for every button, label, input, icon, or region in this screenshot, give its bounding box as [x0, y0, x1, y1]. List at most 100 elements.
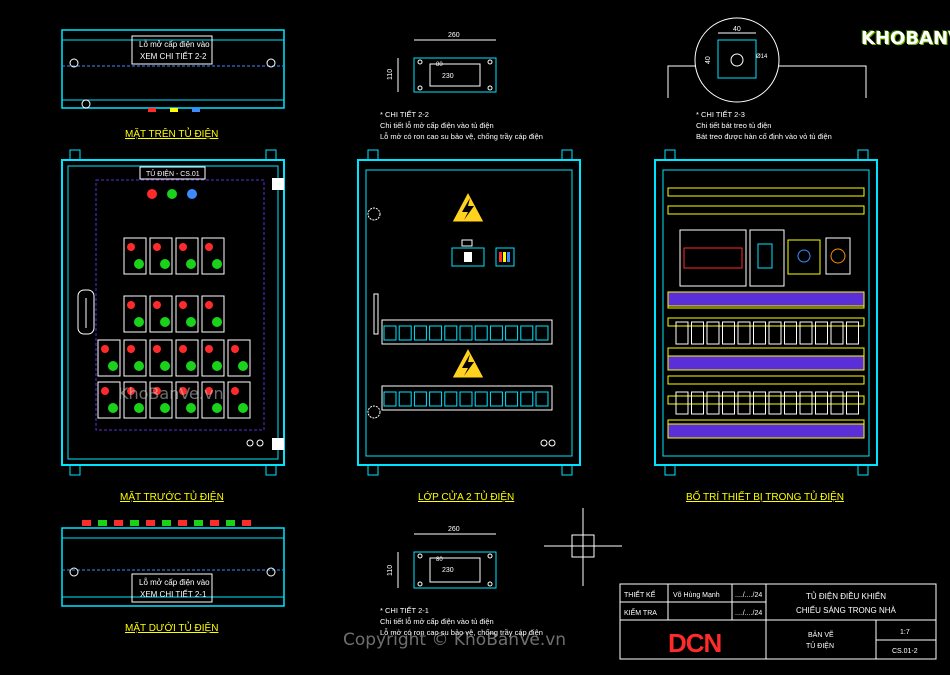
d21-line2: Chi tiết lỗ mở cấp điện vào tủ điện	[380, 617, 494, 626]
indicator-red	[231, 387, 239, 395]
d21-dim-inner-h: 80	[436, 557, 443, 563]
indicator-green	[238, 403, 248, 413]
terminal-block	[737, 391, 751, 415]
d23-dim-h: 40	[705, 56, 712, 64]
cable-gland	[162, 520, 171, 526]
indicator-green	[160, 403, 170, 413]
top-view-title: MẶT TRÊN TỦ ĐIỆN	[125, 127, 218, 140]
terminal-block	[753, 391, 766, 415]
tb-designer-name: Võ Hùng Mạnh	[673, 592, 720, 599]
tb-project-line1: TỦ ĐIỆN ĐIỀU KHIỂN	[806, 591, 886, 601]
switch-module	[175, 237, 199, 275]
d22-dim-inner-h: 80	[436, 62, 443, 68]
cable-gland	[82, 520, 91, 526]
wire-duct	[667, 355, 865, 371]
indicator-green	[160, 361, 170, 371]
breaker	[398, 391, 412, 407]
breaker	[520, 325, 534, 341]
d22-dim-h: 110	[387, 69, 394, 80]
terminal-block	[768, 391, 782, 415]
indicator-green	[160, 259, 170, 269]
indicator-green	[212, 259, 222, 269]
tb-project-line2: CHIẾU SÁNG TRONG NHÀ	[796, 605, 897, 615]
d21-dim-w: 260	[448, 526, 460, 533]
switch-module	[201, 295, 225, 333]
indicator-red	[127, 345, 135, 353]
indicator-green	[212, 317, 222, 327]
switch-module	[201, 237, 225, 275]
breaker	[413, 391, 427, 407]
breaker	[459, 325, 473, 341]
front-view: TỦ ĐIỆN - CS.01	[61, 149, 285, 476]
indicator-red	[205, 301, 213, 309]
indicator-red	[179, 243, 187, 251]
tb-checker-label: KIỂM TRA	[624, 608, 657, 617]
breaker	[535, 391, 549, 407]
tb-scale: 1:7	[900, 629, 910, 636]
layout-view-title: BỐ TRÍ THIẾT BỊ TRONG TỦ ĐIỆN	[686, 489, 844, 503]
door2-view	[357, 149, 581, 476]
top-note-line2: XEM CHI TIẾT 2-2	[140, 51, 207, 61]
indicator-red	[153, 301, 161, 309]
cable-gland	[98, 520, 107, 526]
indicator-red	[127, 301, 135, 309]
breaker	[444, 325, 458, 341]
terminal-block	[737, 321, 751, 345]
indicator-green	[134, 403, 144, 413]
tb-designer-date: ..../..../24	[735, 592, 762, 599]
switch-module	[97, 339, 121, 377]
din-rail	[667, 205, 865, 215]
switch-module	[201, 339, 225, 377]
d23-dim-w: 40	[733, 26, 741, 33]
terminal-block	[799, 321, 813, 345]
switch-module	[149, 237, 173, 275]
din-rail	[667, 187, 865, 197]
bottom-note-line1: Lỗ mở cấp điện vào	[139, 578, 210, 587]
d23-line1: * CHI TIẾT 2-3	[696, 109, 745, 119]
terminal-block	[799, 391, 813, 415]
cable-gland	[226, 520, 235, 526]
indicator-green	[134, 361, 144, 371]
top-view: Lỗ mở cấp điện vào XEM CHI TIẾT 2-2	[61, 29, 285, 112]
wire-duct	[667, 423, 865, 439]
tb-drawing-label2: TỦ ĐIỆN	[806, 641, 834, 650]
indicator-green	[186, 259, 196, 269]
cable-gland	[178, 520, 187, 526]
bottom-view-title: MẶT DƯỚI TỦ ĐIỆN	[125, 621, 218, 634]
terminal-block	[784, 321, 797, 345]
breaker	[489, 325, 503, 341]
tb-drawing-label1: BẢN VẼ	[808, 630, 834, 639]
d22-line2: Chi tiết lỗ mở cấp điện vào tủ điện	[380, 121, 494, 130]
cable-gland	[130, 520, 139, 526]
switch-module	[227, 381, 251, 419]
indicator-red	[101, 387, 109, 395]
switch-module	[149, 295, 173, 333]
terminal-block	[706, 321, 720, 345]
switch-module	[227, 339, 251, 377]
wire-duct	[667, 291, 865, 307]
indicator-red	[101, 345, 109, 353]
title-block: THIẾT KẾ Võ Hùng Mạnh ..../..../24 KIỂM …	[619, 583, 937, 660]
breaker	[383, 391, 397, 407]
switch-module	[123, 237, 147, 275]
terminal-block	[706, 391, 720, 415]
breaker	[398, 325, 412, 341]
tb-designer-label: THIẾT KẾ	[624, 589, 656, 599]
switch-module	[97, 381, 121, 419]
cable-gland	[194, 520, 203, 526]
front-nameplate: TỦ ĐIỆN - CS.01	[146, 169, 200, 178]
detail-2-1: 260 230 80 110 * CHI TIẾT 2-1 Chi tiết l…	[380, 526, 543, 637]
breaker	[429, 325, 443, 341]
indicator-green	[212, 361, 222, 371]
logo-text: KHOBANVE	[861, 28, 950, 49]
switch-module	[149, 381, 173, 419]
top-note-line1: Lỗ mở cấp điện vào	[139, 40, 210, 49]
switch-module	[175, 295, 199, 333]
indicator-green	[108, 361, 118, 371]
breaker-row	[381, 385, 553, 411]
d23-dim-hole: Ø14	[756, 54, 768, 60]
terminal-block	[722, 391, 735, 415]
indicator-green	[238, 361, 248, 371]
indicator-red	[179, 387, 187, 395]
